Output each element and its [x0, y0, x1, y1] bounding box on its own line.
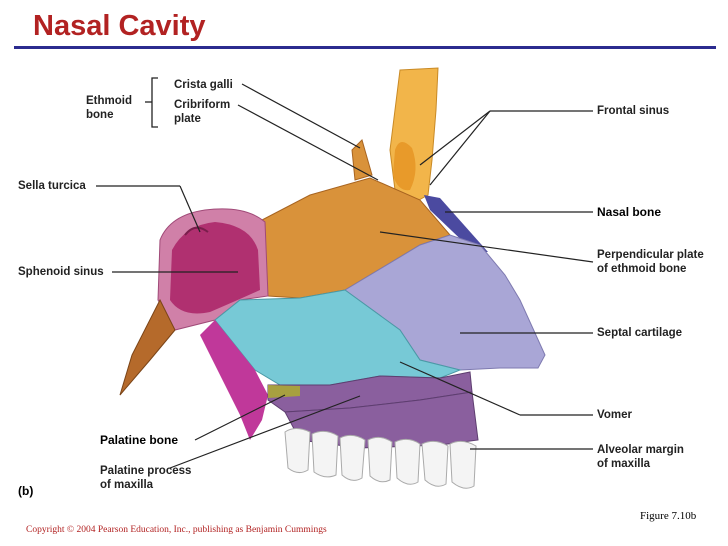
- leader-frontal-sinus-3: [429, 110, 491, 186]
- label-alveolar-margin: Alveolar margin of maxilla: [597, 444, 684, 470]
- leader-lines: [96, 83, 594, 469]
- leader-frontal-sinus-2: [419, 110, 491, 166]
- label-sella-turcica: Sella turcica: [18, 180, 86, 192]
- label-perpendicular-plate: Perpendicular plate of ethmoid bone: [597, 249, 704, 275]
- leader-crista-galli: [241, 83, 361, 149]
- teeth: [284, 428, 477, 489]
- title-underline: [14, 46, 716, 49]
- copyright-notice: Copyright © 2004 Pearson Education, Inc.…: [26, 525, 327, 535]
- label-sphenoid-sinus: Sphenoid sinus: [18, 266, 104, 278]
- panel-label: (b): [18, 484, 34, 498]
- label-palatine-process: Palatine process of maxilla: [100, 465, 192, 491]
- slide-title: Nasal Cavity: [33, 10, 206, 42]
- leader-palatine-process: [169, 395, 361, 469]
- leader-cribriform: [237, 104, 379, 181]
- sphenoid-sinus: [170, 222, 260, 314]
- sella-turcica: [184, 226, 209, 236]
- leader-palatine-bone: [194, 394, 286, 441]
- leader-perp-plate: [379, 231, 594, 263]
- label-palatine-bone: Palatine bone: [100, 433, 179, 447]
- label-nasal-bone: Nasal bone: [597, 205, 662, 219]
- label-vomer: Vomer: [597, 409, 632, 421]
- label-ethmoid-bone: Ethmoid bone: [86, 95, 132, 121]
- figure-reference: Figure 7.10b: [640, 510, 697, 522]
- crista-galli: [351, 139, 373, 181]
- label-frontal-sinus: Frontal sinus: [597, 105, 670, 117]
- pterygoid-process: [119, 298, 176, 396]
- palatine-bone: [200, 320, 268, 440]
- nasal-bone: [424, 195, 488, 252]
- label-cribriform-plate: Cribriform plate: [174, 99, 231, 125]
- leader-vomer-2: [399, 361, 521, 416]
- label-septal-cartilage: Septal cartilage: [597, 327, 683, 339]
- label-crista-galli: Crista galli: [174, 79, 233, 91]
- frontal-sinus: [393, 141, 416, 191]
- ethmoid-bracket: [151, 77, 158, 128]
- palatine-horizontal: [268, 385, 300, 398]
- leader-sella-2: [179, 185, 201, 233]
